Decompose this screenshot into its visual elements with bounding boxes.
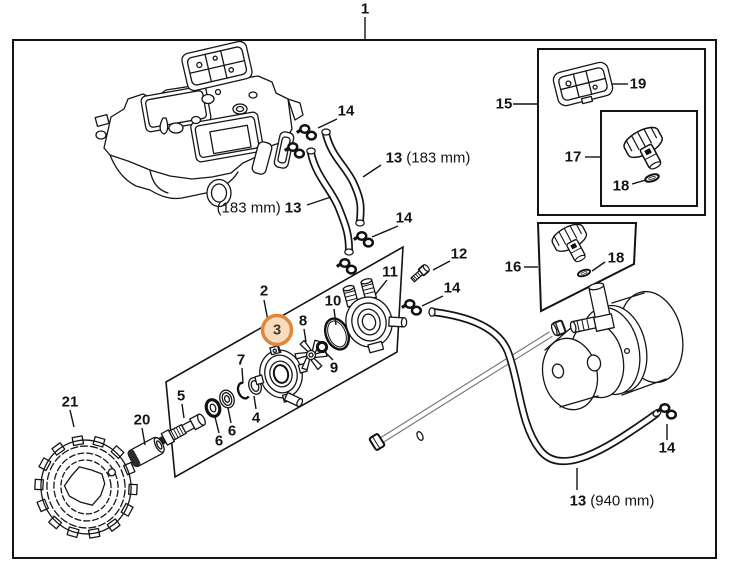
detail-box-17 bbox=[600, 110, 698, 207]
callout-1[interactable]: 1 bbox=[360, 0, 370, 18]
part-ring-gear-21 bbox=[34, 435, 138, 539]
part-clamp-14-e bbox=[399, 298, 423, 316]
detail-box-16 bbox=[536, 222, 638, 313]
part-bushing-20 bbox=[127, 436, 165, 468]
callout-13-bottom[interactable]: 13(940 mm) bbox=[570, 494, 655, 509]
highlight-ring-part-3[interactable] bbox=[260, 313, 294, 347]
part-tank-drum bbox=[541, 282, 684, 411]
callout-3[interactable]: 3 bbox=[272, 321, 282, 339]
callout-18-lower[interactable]: 18 bbox=[607, 249, 625, 267]
callout-6-left[interactable]: 6 bbox=[214, 432, 224, 450]
leader-lines bbox=[69, 17, 668, 490]
part-oring-18-inner bbox=[643, 171, 661, 185]
callout-14-top[interactable]: 14 bbox=[337, 102, 355, 120]
part-top-cover-plate bbox=[181, 40, 253, 92]
part-snap-ring-7 bbox=[236, 381, 250, 400]
part-knob-17 bbox=[619, 121, 674, 178]
part-hose-183-left bbox=[306, 147, 354, 256]
part-pump-housing-3 bbox=[254, 345, 308, 408]
callout-17[interactable]: 17 bbox=[564, 148, 582, 166]
callout-2[interactable]: 2 bbox=[259, 282, 269, 300]
part-seal-6-left bbox=[204, 398, 222, 418]
part-number-text: 13 bbox=[569, 492, 587, 510]
callout-21[interactable]: 21 bbox=[61, 393, 79, 411]
detail-box-15 bbox=[537, 48, 706, 216]
main-border bbox=[12, 39, 717, 559]
callout-6-right[interactable]: 6 bbox=[227, 422, 237, 440]
hose-length-text: (183 mm) bbox=[406, 149, 471, 167]
callout-4[interactable]: 4 bbox=[251, 409, 261, 427]
part-number-text: 13 bbox=[385, 149, 403, 167]
part-screw-12 bbox=[410, 264, 430, 283]
callout-20[interactable]: 20 bbox=[133, 411, 151, 429]
callout-15[interactable]: 15 bbox=[495, 95, 513, 113]
callout-9[interactable]: 9 bbox=[329, 359, 339, 377]
part-clamp-14-d bbox=[334, 257, 358, 275]
callout-18-inner[interactable]: 18 bbox=[612, 177, 630, 195]
callout-13-left[interactable]: (183 mm)13 bbox=[217, 201, 302, 216]
part-shaft-5 bbox=[156, 413, 206, 447]
part-suction-tube bbox=[368, 331, 553, 451]
kit-box-2 bbox=[165, 245, 404, 479]
part-hose-183-right bbox=[321, 128, 365, 227]
hose-length-text: (940 mm) bbox=[590, 492, 655, 510]
callout-7[interactable]: 7 bbox=[236, 351, 246, 369]
part-clamp-14-a bbox=[294, 123, 318, 141]
callout-11[interactable]: 11 bbox=[382, 263, 398, 281]
callout-5[interactable]: 5 bbox=[176, 387, 186, 405]
callout-8[interactable]: 8 bbox=[298, 312, 308, 330]
part-number-text: 13 bbox=[284, 199, 302, 217]
callout-19[interactable]: 19 bbox=[629, 75, 647, 93]
callout-13-right[interactable]: 13(183 mm) bbox=[386, 151, 471, 166]
part-clamp-14-c bbox=[351, 230, 375, 248]
callout-14-mid[interactable]: 14 bbox=[395, 209, 413, 227]
callout-10[interactable]: 10 bbox=[324, 292, 342, 310]
part-nut-9 bbox=[315, 340, 329, 354]
part-plate-19 bbox=[552, 61, 614, 107]
callout-12[interactable]: 12 bbox=[450, 245, 468, 263]
part-washer-6-right bbox=[219, 389, 235, 409]
callout-16[interactable]: 16 bbox=[504, 258, 522, 276]
part-oring-18-lower bbox=[576, 267, 592, 279]
part-knob-16 bbox=[548, 219, 598, 270]
hose-length-text: (183 mm) bbox=[216, 199, 281, 217]
callout-14-bottom[interactable]: 14 bbox=[658, 439, 676, 457]
part-engine-block bbox=[94, 75, 304, 208]
callout-14-right[interactable]: 14 bbox=[443, 279, 461, 297]
part-pump-cover-11 bbox=[342, 278, 408, 354]
